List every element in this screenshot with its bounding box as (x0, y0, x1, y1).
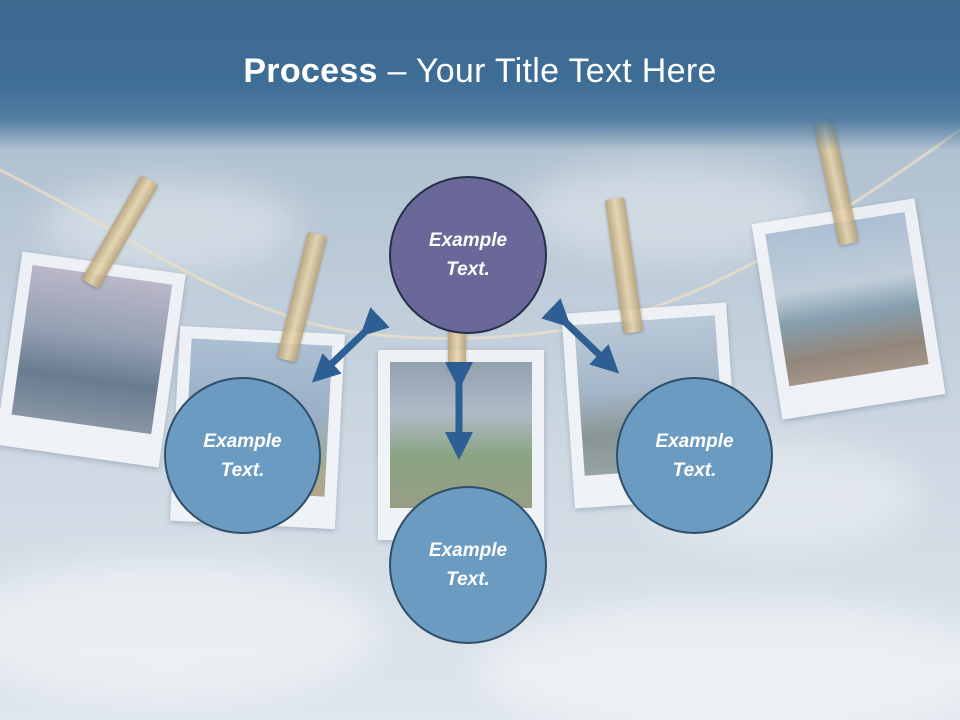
node-right: Example Text. (616, 377, 773, 534)
node-top: Example Text. (389, 176, 547, 334)
node-left: Example Text. (164, 377, 321, 534)
arrow-top-right (541, 298, 620, 374)
node-top-label: Example Text. (428, 230, 508, 280)
node-bottom-label: Example Text. (428, 540, 508, 590)
title-banner (0, 0, 960, 150)
node-right-label: Example Text. (655, 430, 734, 481)
title-rest: – Your Title Text Here (377, 52, 717, 90)
page-title: Process – Your Title Text Here (0, 52, 960, 91)
node-bottom: Example Text. (389, 486, 547, 644)
arrow-top-left (311, 307, 390, 383)
node-left-label: Example Text. (203, 430, 282, 481)
title-bold: Process (243, 52, 378, 90)
